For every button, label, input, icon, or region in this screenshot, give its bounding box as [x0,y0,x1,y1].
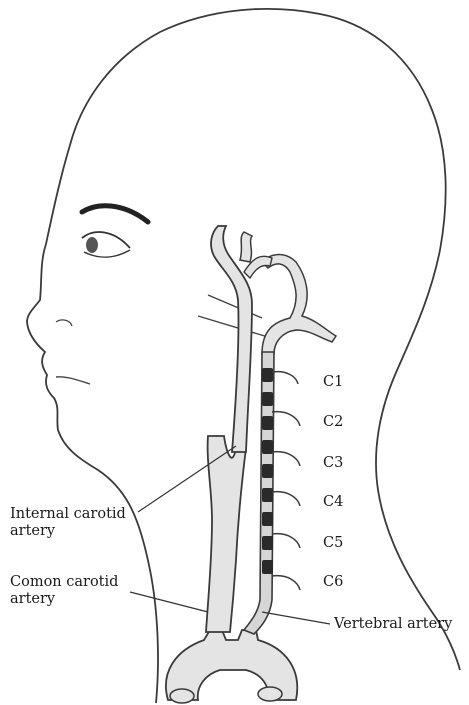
label-c5: C5 [323,535,343,552]
ear-line-upper [208,295,262,318]
label-common-carotid-line2: artery [10,591,118,608]
vertebral-segments [262,368,273,574]
label-vertebral-artery: Vertebral artery [334,616,452,633]
cervical-nerve-curves [272,372,300,590]
eye-iris [86,237,98,253]
label-internal-carotid-line1: Internal carotid [10,506,126,523]
label-c2: C2 [323,414,343,431]
label-common-carotid-line1: Comon carotid [10,574,118,591]
leader-common-carotid [130,592,208,612]
label-c3: C3 [323,455,343,472]
vessel-stump-left [170,689,194,703]
label-c4: C4 [323,494,343,511]
common-carotid-vessel [206,436,246,632]
vessel-stump-right [258,687,282,701]
external-carotid-branches [240,232,252,262]
label-internal-carotid-line2: artery [10,523,126,540]
label-internal-carotid: Internal carotid artery [10,506,126,539]
eyebrow [82,206,148,222]
nostril [56,320,72,326]
mouth [56,377,90,384]
label-c6: C6 [323,574,343,591]
leader-vertebral [262,612,330,624]
vertebral-upper-loop [262,255,336,355]
label-common-carotid: Comon carotid artery [10,574,118,607]
label-c1: C1 [323,374,343,391]
